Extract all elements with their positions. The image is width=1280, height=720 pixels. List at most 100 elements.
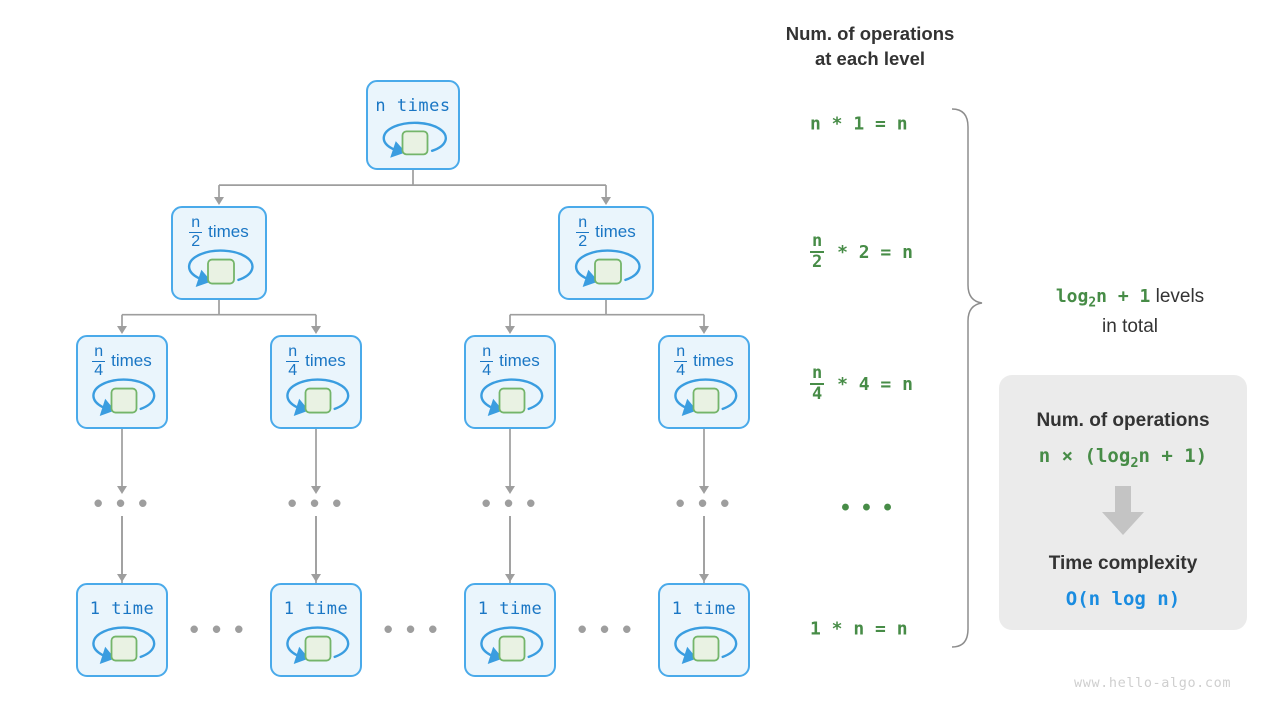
- fraction: n 2: [576, 213, 590, 250]
- operation-box: [692, 635, 720, 662]
- ops-fraction: n 4: [810, 363, 825, 404]
- ops-fraction-denominator: 4: [810, 383, 825, 404]
- levels-line2: in total: [1102, 316, 1158, 338]
- panel-operations-heading: Num. of operations: [1036, 410, 1210, 431]
- tree-ellipsis: • • •: [577, 614, 635, 644]
- node-label: n 2 times: [560, 214, 652, 249]
- panel-complexity-formula: O(n log n): [1065, 588, 1181, 610]
- tree-ellipsis: • • •: [189, 614, 247, 644]
- loop-icon: [480, 626, 544, 665]
- summary-panel: Num. of operations n × (log2n + 1) Time …: [999, 375, 1247, 630]
- tree-node: n 4 times: [658, 335, 750, 429]
- panel-ops-post: n + 1): [1138, 445, 1208, 467]
- node-label: n times: [368, 92, 458, 120]
- node-label-text: times: [208, 222, 249, 241]
- ops-fraction-numerator: n: [812, 363, 823, 383]
- node-label: n 4 times: [78, 343, 166, 378]
- panel-ops-pre: n × (log: [1038, 445, 1131, 467]
- tree-ellipsis: • • •: [93, 488, 151, 518]
- tree-ellipsis: • • •: [481, 488, 539, 518]
- ops-row-text: n * 1 = n: [810, 113, 908, 135]
- down-arrow-icon: [1102, 486, 1144, 535]
- operation-box: [594, 258, 622, 285]
- levels-total-text: log2n + 1 levels in total: [1000, 283, 1260, 341]
- node-label-text: 1 time: [477, 599, 543, 619]
- ops-column-title: Num. of operations at each level: [785, 23, 955, 69]
- fraction: n 4: [286, 342, 300, 379]
- tree-node: 1 time: [270, 583, 362, 677]
- operation-box: [304, 387, 332, 414]
- operation-box: [304, 635, 332, 662]
- fraction-denominator: 4: [480, 360, 494, 379]
- loop-icon: [286, 378, 350, 417]
- ops-row-text: 1 * n = n: [810, 618, 908, 640]
- operation-box: [110, 387, 138, 414]
- levels-formula-pre: log: [1055, 286, 1089, 307]
- levels-formula-line: log2n + 1 levels: [1000, 283, 1260, 313]
- fraction-numerator: n: [482, 342, 492, 360]
- watermark: www.hello-algo.com: [1074, 675, 1232, 691]
- node-label-text: 1 time: [671, 599, 737, 619]
- tree-ellipsis: • • •: [675, 488, 733, 518]
- tree-node: n times: [366, 80, 460, 170]
- node-label-text: times: [111, 351, 152, 370]
- node-label-text: n times: [375, 96, 451, 116]
- fraction-numerator: n: [94, 342, 104, 360]
- fraction-numerator: n: [676, 342, 686, 360]
- curly-brace: [951, 108, 983, 648]
- levels-formula-sub: 2: [1088, 295, 1097, 311]
- loop-icon: [187, 249, 254, 288]
- operation-box: [401, 130, 429, 156]
- ops-row: 1 * n = n: [810, 619, 908, 640]
- node-label-text: times: [499, 351, 540, 370]
- ops-row-text: * 2 = n: [826, 241, 913, 263]
- levels-formula-post: n + 1: [1096, 286, 1151, 307]
- tree-node: n 2 times: [171, 206, 267, 300]
- tree-ellipsis: • • •: [287, 488, 345, 518]
- fraction-numerator: n: [578, 213, 588, 231]
- panel-ops-sub: 2: [1130, 454, 1139, 471]
- operation-box: [498, 635, 526, 662]
- panel-operations-formula: n × (log2n + 1): [999, 445, 1247, 471]
- tree-node: n 4 times: [464, 335, 556, 429]
- loop-icon: [92, 378, 156, 417]
- operation-box: [110, 635, 138, 662]
- levels-formula: log2n + 1: [1055, 286, 1151, 311]
- node-label: n 4 times: [466, 342, 554, 378]
- tree-node: 1 time: [76, 583, 168, 677]
- tree-node: n 4 times: [76, 335, 168, 429]
- loop-icon: [574, 249, 641, 288]
- levels-suffix: levels: [1150, 286, 1205, 307]
- loop-icon: [674, 626, 738, 665]
- fraction-denominator: 4: [92, 360, 106, 379]
- operation-box: [498, 387, 526, 414]
- ops-ellipsis: • • •: [841, 494, 895, 521]
- node-label-text: times: [595, 222, 636, 241]
- ops-row: n * 1 = n: [810, 114, 908, 135]
- fraction-numerator: n: [288, 342, 298, 360]
- node-label-text: 1 time: [89, 599, 155, 619]
- fraction-denominator: 2: [576, 231, 590, 250]
- fraction: n 2: [189, 213, 203, 250]
- node-label: 1 time: [78, 595, 166, 623]
- node-label: 1 time: [466, 595, 554, 623]
- node-label: n 4 times: [272, 343, 360, 378]
- tree-node: n 2 times: [558, 206, 654, 300]
- tree-ellipsis: • • •: [383, 614, 441, 644]
- fraction-numerator: n: [191, 213, 201, 231]
- node-label: n 4 times: [660, 343, 748, 378]
- fraction-denominator: 4: [286, 360, 300, 379]
- panel-complexity-heading: Time complexity: [1048, 553, 1198, 574]
- tree-node: 1 time: [464, 583, 556, 677]
- fraction-denominator: 2: [189, 231, 203, 250]
- node-label: n 2 times: [173, 214, 265, 249]
- ops-fraction-numerator: n: [812, 231, 823, 251]
- fraction: n 4: [674, 342, 688, 379]
- fraction-denominator: 4: [674, 360, 688, 379]
- ops-row: n 2 * 2 = n: [810, 233, 913, 271]
- node-label: 1 time: [660, 595, 748, 623]
- loop-icon: [382, 121, 447, 158]
- fraction: n 4: [92, 342, 106, 379]
- ops-fraction-denominator: 2: [810, 251, 825, 272]
